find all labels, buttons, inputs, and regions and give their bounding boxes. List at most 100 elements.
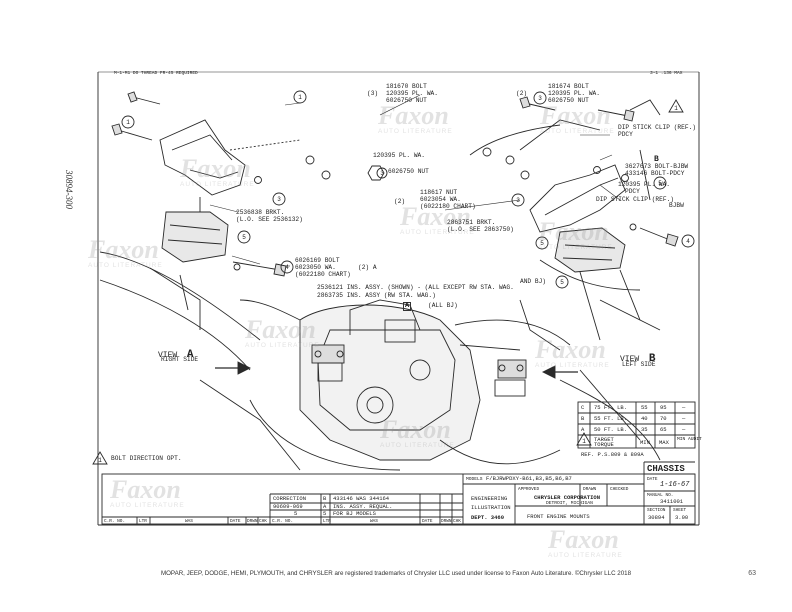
section-value: 30894	[648, 514, 665, 521]
svg-text:5: 5	[560, 279, 564, 286]
manual-label: MANUAL NO.	[647, 493, 674, 498]
torque-max-header: MAX	[659, 439, 669, 446]
nut-mid: 6026750 NUT	[388, 168, 429, 175]
torque-audit: —	[682, 404, 686, 411]
view-a-letter: A	[186, 349, 194, 361]
approved-label: APPROVED	[518, 487, 540, 492]
bracket-right-note: (L.O. SEE 2863750)	[447, 226, 514, 233]
svg-text:5: 5	[658, 180, 662, 187]
torque-ref: B	[581, 415, 585, 422]
torque-torque-label: TORQUE	[594, 441, 614, 448]
view-a-title: VIEW A	[158, 344, 193, 362]
date-label: DATE	[647, 477, 658, 482]
callout-tag-3: (3)	[367, 90, 379, 97]
page-number: 63	[748, 570, 756, 577]
revision-name: 90609-069	[273, 503, 303, 510]
torque-min: 55	[641, 404, 648, 411]
torque-min: 40	[641, 415, 648, 422]
date-value: 1-16-67	[660, 481, 690, 489]
torque-value: 55 FT. LB.	[594, 415, 628, 422]
col-ltr-2: LTR	[323, 519, 331, 524]
svg-text:3: 3	[516, 197, 520, 204]
torque-min: 35	[641, 426, 648, 433]
chassis-label: CHASSIS	[647, 464, 685, 474]
callout-line: 6026169 BOLT	[295, 257, 340, 264]
section-label: SECTION	[647, 508, 666, 513]
revision-desc: 433146 WAS 344164	[333, 495, 390, 502]
svg-text:1: 1	[298, 94, 302, 101]
revision-desc: FOR BJ MODELS	[333, 510, 376, 517]
torque-ref: A	[581, 426, 585, 433]
engineering-label: ENGINEERING	[471, 495, 508, 502]
ins-assy-2: 2863735 INS. ASSY (RW STA. WAG.)	[317, 292, 436, 299]
view-b-word: VIEW	[620, 355, 640, 364]
svg-text:3: 3	[380, 170, 384, 177]
nut-group-tag: (2)	[394, 198, 406, 205]
col-was-2: WAS	[370, 519, 378, 524]
bracket-left-note: (L.O. SEE 2536132)	[236, 216, 303, 223]
torque-audit-header: MIN AUDIT	[677, 437, 702, 442]
illustration-label: ILLUSTRATION	[471, 504, 511, 511]
callout-line: (6022180 CHART)	[420, 203, 476, 210]
top-right-header: 3-1 .136 MAX	[650, 71, 683, 76]
dip-stick-clip-bjbw: DIP STICK CLIP (REF.)	[596, 196, 674, 203]
view-a-subtitle: RIGHT SIDE	[161, 356, 199, 363]
callout-line: 6026750 NUT	[548, 97, 589, 104]
view-a-word: VIEW	[158, 351, 178, 360]
ref-letter-a: A	[403, 302, 412, 311]
callout-line: 181670 BOLT	[386, 83, 427, 90]
col-cr-no: C.R. NO.	[104, 519, 126, 524]
revision-symbol: A	[323, 503, 327, 510]
svg-text:5: 5	[540, 240, 544, 247]
trademark-footer: MOPAR, JEEP, DODGE, HEMI, PLYMOUTH, and …	[160, 570, 632, 577]
view-b-title: VIEW B	[620, 348, 655, 366]
col-ltr: LTR	[139, 519, 147, 524]
torque-max: 70	[660, 415, 667, 422]
bolt-bjbw: 3627673 BOLT-BJBW	[625, 163, 689, 170]
col-was: WAS	[185, 519, 193, 524]
svg-text:1: 1	[674, 105, 678, 112]
sheet-value: 3.00	[675, 514, 689, 521]
col-date: DATE	[230, 519, 241, 524]
bolt-group-tag: (2) A	[358, 264, 377, 271]
view-b-subtitle: LEFT SIDE	[622, 361, 656, 368]
torque-min-header: MIN	[640, 439, 650, 446]
pdcy-label: PDCY	[618, 131, 633, 138]
revision-name: 5	[294, 510, 298, 517]
bracket-left: 2536838 BRKT.	[236, 209, 285, 216]
torque-audit: —	[682, 415, 686, 422]
torque-target-label: TARGET	[594, 436, 614, 443]
col-drwn-2: DRWN	[441, 519, 452, 524]
bracket-right: 2863751 BRKT.	[447, 219, 496, 226]
sheet-label: SHEET	[673, 508, 687, 513]
models-label: MODELS	[466, 477, 483, 482]
revision-name: CORRECTION	[273, 495, 307, 502]
torque-value: 50 FT. LB.	[594, 426, 628, 433]
nut-group-callout: 118617 NUT 6023054 WA. (6022180 CHART)	[420, 189, 476, 210]
svg-text:3: 3	[538, 95, 542, 102]
bolt-group-callout: 6026169 BOLT 6023050 WA. (6022180 CHART)	[295, 257, 351, 278]
all-bj-label: (ALL BJ)	[428, 302, 458, 309]
checked-label: CHECKED	[610, 487, 629, 492]
col-chk-2: CHK	[453, 519, 461, 524]
callout-line: 120395 PL. WA.	[386, 90, 438, 97]
callout-line: 181674 BOLT	[548, 83, 589, 90]
drawing-title: FRONT ENGINE MOUNTS	[527, 513, 590, 520]
col-date-2: DATE	[422, 519, 433, 524]
torque-max: 95	[660, 404, 667, 411]
callout-tag-2: (2)	[516, 90, 528, 97]
pl-wa-mid: 120395 PL. WA.	[373, 152, 425, 159]
callout-line: 118617 NUT	[420, 189, 458, 196]
svg-text:4: 4	[285, 264, 289, 271]
callout-line: 6023050 WA.	[295, 264, 336, 271]
top-left-header: M-1-M1 DO THREAD FR-45 REQUIRED	[114, 71, 198, 76]
drawn-label: DRAWN	[583, 487, 597, 492]
detroit: DETROIT, MICHIGAN	[546, 501, 593, 506]
bjbw-label: BJBW	[669, 202, 684, 209]
revision-symbol: 5	[323, 510, 327, 517]
torque-ref-note: REF. P.S.809 & 809A	[581, 451, 644, 458]
chrysler-corp: CHRYSLER CORPORATION	[534, 494, 601, 501]
svg-text:3: 3	[277, 196, 281, 203]
bolt-direction-note: BOLT DIRECTION OPT.	[111, 455, 182, 462]
